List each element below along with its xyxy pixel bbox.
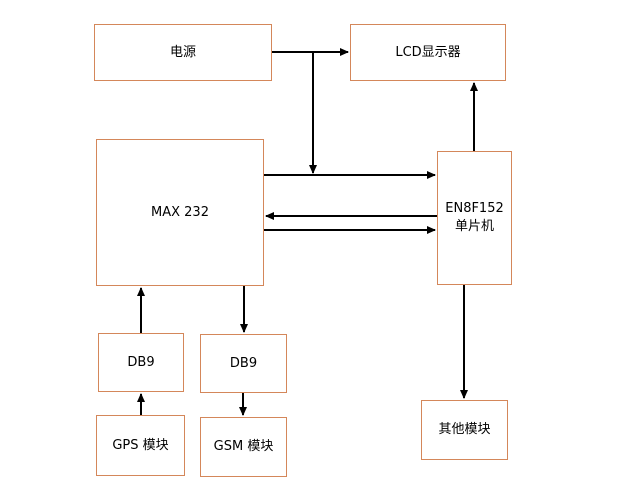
power-node-label: 电源 [169,44,196,60]
gsm-module-node: GSM 模块 [200,417,287,477]
lcd-display-node-label: LCD显示器 [395,44,461,60]
mcu-node: EN8F152 单片机 [437,151,512,285]
max232-node-label: MAX 232 [151,204,209,220]
db9-left-node-label: DB9 [127,354,155,370]
gps-module-node-label: GPS 模块 [112,437,169,453]
other-modules-node-label: 其他模块 [438,422,491,437]
db9-right-node: DB9 [200,334,287,393]
max232-node: MAX 232 [96,139,264,286]
mcu-node-label-type: 单片机 [454,219,494,234]
other-modules-node: 其他模块 [421,400,508,460]
power-node: 电源 [94,24,272,81]
gps-module-node: GPS 模块 [96,415,185,476]
mcu-node-label-model: EN8F152 [445,201,504,216]
lcd-display-node: LCD显示器 [350,24,506,81]
db9-right-node-label: DB9 [229,355,258,371]
gsm-module-node-label: GSM 模块 [213,439,274,454]
db9-left-node: DB9 [98,333,184,392]
